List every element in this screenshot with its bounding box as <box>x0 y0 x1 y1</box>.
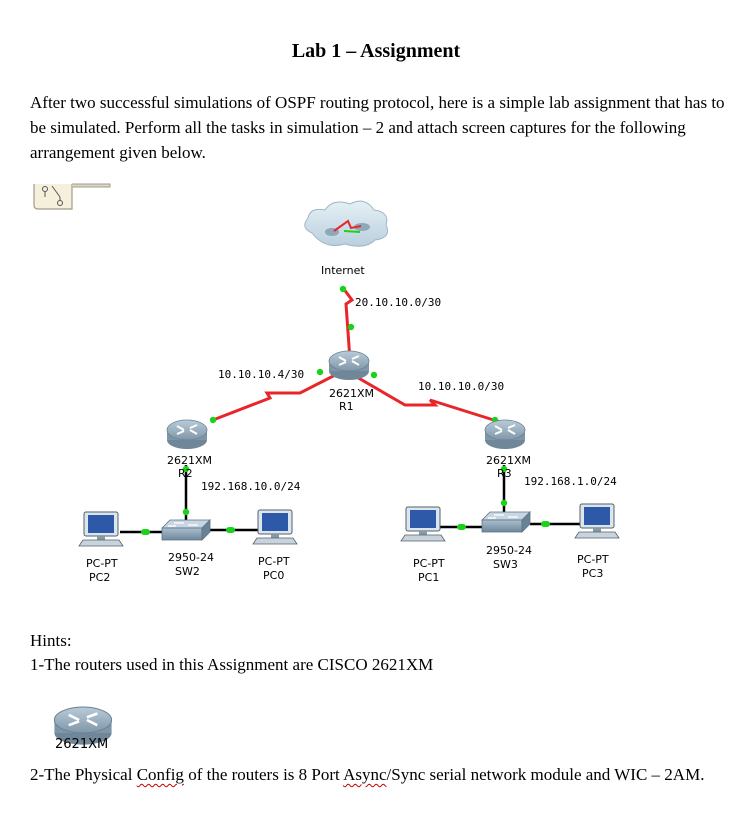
serial-link-r1-r2 <box>212 368 346 422</box>
serial-link-r1-r3 <box>354 374 501 424</box>
hint-1: 1-The routers used in this Assignment ar… <box>30 655 434 674</box>
pc2-icon <box>78 511 124 547</box>
router-r3-icon <box>484 419 526 450</box>
port-up-dot <box>339 285 347 293</box>
hint-2-config-word: Config <box>136 765 184 784</box>
page-title: Lab 1 – Assignment <box>291 40 461 62</box>
network-diagram: Internet 2621XM R1 2621XM R2 2621XM R3 2… <box>33 183 620 584</box>
pc3-type-label: PC-PT <box>577 553 609 566</box>
r2-model-label: 2621XM <box>167 454 212 467</box>
hint-2: 2-The Physical Config of the routers is … <box>30 762 730 788</box>
r1-model-label: 2621XM <box>329 387 374 400</box>
pc0-name-label: PC0 <box>263 569 284 582</box>
wic-icon <box>33 183 111 210</box>
hint-2-part: /Sync serial network module and WIC – 2A… <box>386 765 705 784</box>
sw3-name-label: SW3 <box>493 558 518 571</box>
port-up-dot <box>370 371 378 379</box>
pc1-type-label: PC-PT <box>413 557 445 570</box>
serial-link-internet-r1 <box>341 287 355 361</box>
sw3-model-label: 2950-24 <box>486 544 532 557</box>
r3-name-label: R3 <box>497 467 512 480</box>
port-status-dots <box>141 285 550 535</box>
internet-cloud-icon <box>304 200 389 247</box>
r2-name-label: R2 <box>178 467 193 480</box>
port-up-dot <box>182 508 190 516</box>
port-up-dot <box>209 416 217 424</box>
switch-sw3-icon <box>481 511 531 533</box>
pc2-name-label: PC2 <box>89 571 110 584</box>
port-up-dot <box>226 527 235 533</box>
pc2-type-label: PC-PT <box>86 557 118 570</box>
port-up-dot <box>500 465 508 473</box>
pc1-icon <box>400 506 446 542</box>
port-up-dot <box>347 323 355 331</box>
hint-2-async-word: Async <box>343 765 387 784</box>
port-up-dot <box>457 524 466 530</box>
sw2-model-label: 2950-24 <box>168 551 214 564</box>
pc1-name-label: PC1 <box>418 571 439 584</box>
hint-2-part: 2-The Physical <box>30 765 137 784</box>
net-label-r1-r3: 10.10.10.0/30 <box>418 380 504 393</box>
net-label-lan-r3: 192.168.1.0/24 <box>524 475 617 488</box>
internet-label: Internet <box>321 264 365 277</box>
net-label-r1-r2: 10.10.10.4/30 <box>218 368 304 381</box>
pc3-icon <box>574 503 620 539</box>
sw2-name-label: SW2 <box>175 565 200 578</box>
port-up-dot <box>141 529 150 535</box>
switch-sw2-icon <box>161 519 211 541</box>
port-up-dot <box>316 368 324 376</box>
net-label-lan-r2: 192.168.10.0/24 <box>201 480 301 493</box>
router-r2-icon <box>166 419 208 450</box>
hints-heading: Hints: <box>30 631 72 650</box>
intro-paragraph: After two successful simulations of OSPF… <box>30 93 725 162</box>
pc0-type-label: PC-PT <box>258 555 290 568</box>
hint-2-part: of the routers is 8 Port <box>183 765 344 784</box>
hint-router-label: 2621XM <box>55 737 109 752</box>
port-up-dot <box>541 521 550 527</box>
pc0-icon <box>252 509 298 545</box>
port-up-dot <box>500 499 508 507</box>
r1-name-label: R1 <box>339 400 354 413</box>
net-label-internet-r1: 20.10.10.0/30 <box>355 296 441 309</box>
pc3-name-label: PC3 <box>582 567 603 580</box>
port-up-dot <box>182 465 190 473</box>
router-r1-icon <box>328 350 370 381</box>
router-icon <box>53 706 113 745</box>
serial-links <box>212 287 501 424</box>
r3-model-label: 2621XM <box>486 454 531 467</box>
